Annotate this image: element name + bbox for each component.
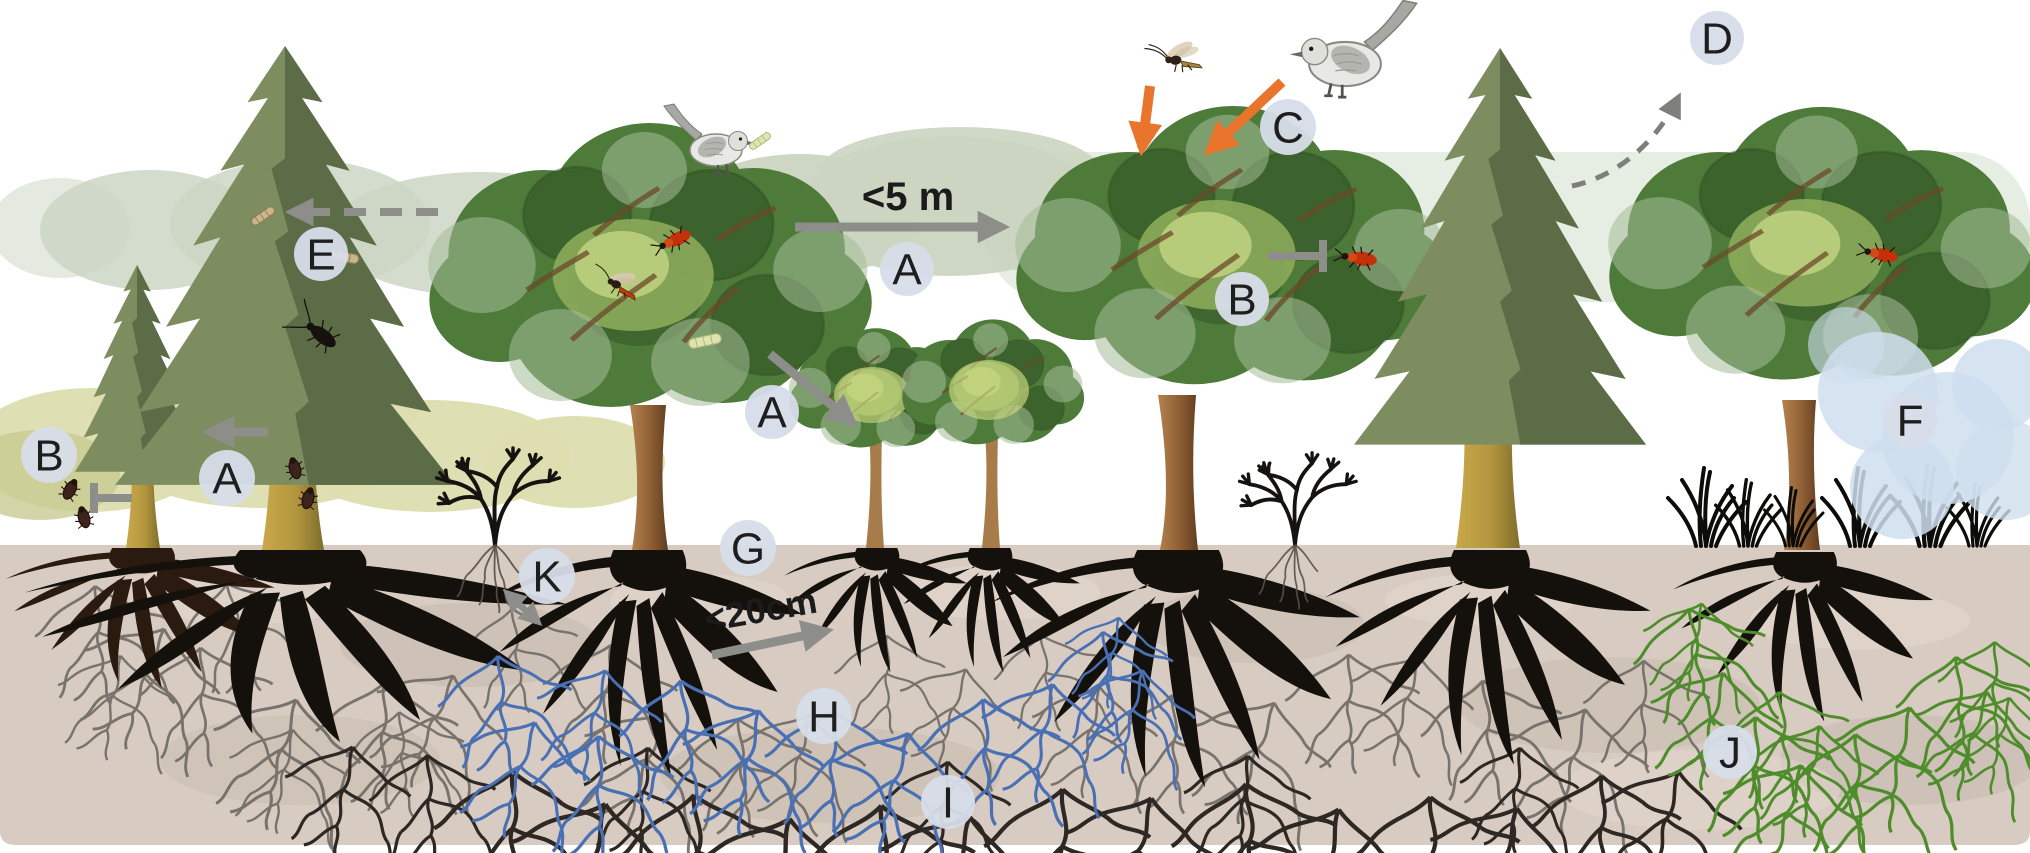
grass-tuft bbox=[1713, 478, 1784, 548]
trunk-conifer-right bbox=[1456, 412, 1520, 548]
process-label-k: K bbox=[519, 548, 575, 604]
understory-sapling-2 bbox=[900, 318, 1086, 548]
label-circle bbox=[1883, 393, 1937, 447]
broadleaf-tree-1 bbox=[428, 123, 872, 550]
label-circle bbox=[1260, 99, 1316, 155]
process-label-b-right: B bbox=[1215, 272, 1269, 326]
arrows-layer bbox=[90, 78, 1681, 660]
label-letter: A bbox=[757, 389, 787, 438]
label-circle bbox=[1215, 272, 1269, 326]
trunk-sapling-1 bbox=[866, 432, 884, 548]
blocked-arrow-b-right bbox=[1268, 240, 1327, 272]
dispersal-arrow-a-sapling bbox=[767, 350, 859, 428]
bird-flying-icon bbox=[1288, 0, 1419, 99]
label-circle bbox=[199, 450, 255, 506]
label-circle bbox=[720, 520, 776, 576]
label-letter: H bbox=[808, 693, 840, 742]
predation-arrow-orange-2 bbox=[1203, 78, 1286, 156]
process-label-h: H bbox=[796, 688, 852, 744]
process-label-j: J bbox=[1703, 725, 1757, 779]
conifer-right bbox=[1354, 48, 1646, 548]
label-circle bbox=[796, 688, 852, 744]
label-letter: G bbox=[731, 525, 765, 574]
label-circle bbox=[519, 548, 575, 604]
caterpillar-in-beak bbox=[747, 130, 773, 152]
label-circle bbox=[1690, 11, 1744, 65]
double-arrow-k bbox=[502, 589, 543, 626]
dashed-curved-arrow-d bbox=[1571, 92, 1681, 189]
process-label-g: G bbox=[720, 520, 776, 576]
process-label-e: E bbox=[294, 227, 348, 281]
label-circle bbox=[294, 227, 348, 281]
process-labels: B A E A A B C D F G K H I J bbox=[21, 11, 1937, 829]
process-label-d: D bbox=[1690, 11, 1744, 65]
trunk-broadleaf-1 bbox=[630, 405, 668, 550]
process-label-i: I bbox=[921, 775, 975, 829]
parasitoid-wasp-icon bbox=[1143, 36, 1203, 77]
conifer-large-left bbox=[114, 46, 455, 550]
label-letter: A bbox=[212, 455, 242, 504]
label-letter: B bbox=[1227, 276, 1256, 325]
label-letter: C bbox=[1272, 104, 1304, 153]
broadleaf-tree-2 bbox=[1015, 106, 1451, 550]
predation-arrow-orange-1 bbox=[1128, 85, 1163, 157]
canopy-distance-text: <5 m bbox=[862, 175, 954, 219]
label-letter: K bbox=[532, 553, 561, 602]
label-letter: A bbox=[892, 246, 922, 295]
label-circle bbox=[745, 385, 799, 439]
label-letter: F bbox=[1897, 397, 1924, 446]
root-distance-arrow bbox=[711, 620, 834, 660]
process-label-f: F bbox=[1883, 393, 1937, 447]
blocked-arrow-b-left bbox=[90, 483, 132, 513]
process-label-a-left: A bbox=[199, 450, 255, 506]
moisture-cloud-blue bbox=[1808, 307, 2030, 539]
sapling-2-highlight bbox=[949, 360, 1029, 420]
trunk-broadleaf-2 bbox=[1158, 395, 1198, 550]
label-circle bbox=[21, 427, 77, 483]
label-circle bbox=[921, 775, 975, 829]
label-letter: D bbox=[1701, 15, 1733, 64]
trees-layer bbox=[75, 46, 2030, 550]
process-label-a-sapling: A bbox=[745, 385, 799, 439]
trunk-sapling-2 bbox=[982, 434, 1000, 548]
label-letter: I bbox=[942, 779, 954, 828]
label-letter: B bbox=[34, 432, 63, 481]
label-circle bbox=[1703, 725, 1757, 779]
process-label-c: C bbox=[1260, 99, 1316, 155]
process-label-b-left: B bbox=[21, 427, 77, 483]
label-letter: J bbox=[1719, 729, 1741, 778]
process-label-a-center: A bbox=[880, 242, 934, 296]
label-circle bbox=[880, 242, 934, 296]
label-letter: E bbox=[306, 231, 335, 280]
